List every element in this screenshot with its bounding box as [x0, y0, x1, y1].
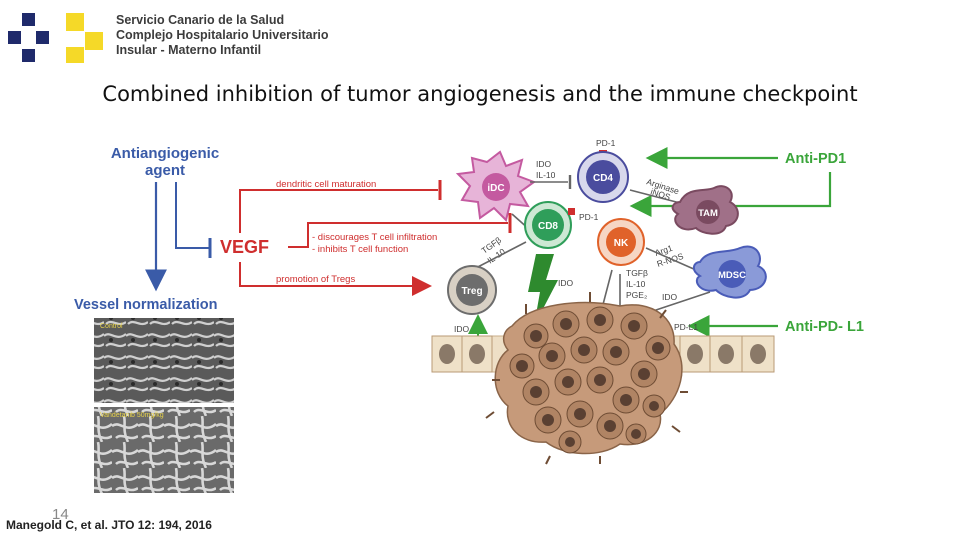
vegf-to-treg-arrow	[239, 262, 432, 296]
mechanism-diagram: Antiangiogenic agent VEGF dendritic cell…	[74, 138, 864, 493]
antiangiogenic-label: Antiangiogenic	[111, 145, 219, 162]
treg-label: Treg	[461, 286, 482, 297]
il10-nk-label: IL-10	[626, 279, 646, 289]
cd4-cell: CD4	[577, 151, 629, 203]
vessel-normalization-label: Vessel normalization	[74, 297, 217, 313]
inhibits-label: - inhibits T cell function	[312, 244, 408, 255]
vegf-label: VEGF	[220, 237, 269, 257]
agent-to-vegf-line	[175, 182, 210, 249]
il10-idc-label: IL-10	[536, 170, 556, 180]
anti-pd1-label: Anti-PD1	[785, 151, 846, 167]
treg-to-cd8-line	[471, 241, 527, 271]
logo-square	[8, 31, 21, 44]
institution-name: Servicio Canario de la Salud Complejo Ho…	[116, 13, 329, 58]
nk-label: NK	[614, 238, 629, 249]
lightning-bolt-icon	[528, 254, 558, 326]
cd8-label: CD8	[538, 221, 558, 232]
mdsc-label: MDSC	[718, 270, 746, 281]
pge2-label: PGE₂	[626, 290, 647, 300]
tam-cell: TAM	[671, 185, 739, 235]
mdsc-to-nk-line	[645, 247, 697, 271]
micrograph-control	[94, 318, 234, 403]
cd8-cell: CD8	[524, 201, 572, 249]
cd4-label: CD4	[593, 173, 613, 184]
page-number: 14	[52, 506, 69, 523]
dc-maturation-label: dendritic cell maturation	[276, 179, 376, 190]
micrograph-treated-label: Vandetanib 50mg/kg	[100, 412, 164, 419]
tumor-receptors	[485, 292, 688, 465]
org-line-3: Insular - Materno Infantil	[116, 43, 262, 57]
idc-cell: iDC	[455, 150, 537, 222]
vegf-to-tcell-line	[288, 222, 508, 248]
pdl1-label: PD-L1	[674, 322, 698, 332]
logo-square	[36, 31, 49, 44]
micrograph-control-label: Control	[100, 323, 123, 330]
ido-mdsc-label: IDO	[662, 292, 678, 302]
idc-label: iDC	[487, 183, 504, 194]
tgfb-nk-label: TGFβ	[626, 268, 648, 278]
ido-idc-label: IDO	[536, 159, 552, 169]
anti-pdl1-label: Anti-PD- L1	[785, 319, 864, 335]
pd1-cd8-label: PD-1	[579, 212, 599, 222]
slide-title: Combined inhibition of tumor angiogenesi…	[102, 82, 858, 106]
promotion-tregs-label: promotion of Tregs	[276, 274, 355, 285]
org-line-1: Servicio Canario de la Salud	[116, 13, 285, 27]
vegf-to-dc-line	[239, 189, 438, 233]
ido-treg-label: IDO	[454, 324, 470, 334]
nk-cell: NK	[597, 218, 645, 266]
tam-to-cd4-line	[629, 189, 685, 205]
discourages-label: - discourages T cell infiltration	[312, 232, 437, 243]
logo-square	[85, 32, 103, 50]
mdsc-cell: MDSC	[693, 245, 767, 299]
pd1-top-label: PD-1	[596, 138, 616, 148]
logo-square	[66, 13, 84, 31]
org-line-2: Complejo Hospitalario Universitario	[116, 28, 329, 42]
ido-mid-label: IDO	[558, 278, 574, 288]
tumor-to-mdsc-line	[649, 291, 711, 313]
tam-label: TAM	[698, 208, 718, 219]
micrograph-treated	[94, 407, 234, 493]
logo-square	[22, 49, 35, 62]
tumor-mass	[494, 301, 683, 455]
antiangiogenic-agent-label: agent	[145, 162, 185, 179]
treg-cell: Treg	[447, 265, 497, 315]
logo-square	[22, 13, 35, 26]
logo-square	[66, 47, 84, 63]
citation: Manegold C, et al. JTO 12: 194, 2016	[6, 518, 212, 532]
institution-logo	[8, 13, 103, 63]
pd1-cd8-receptor	[568, 208, 575, 215]
